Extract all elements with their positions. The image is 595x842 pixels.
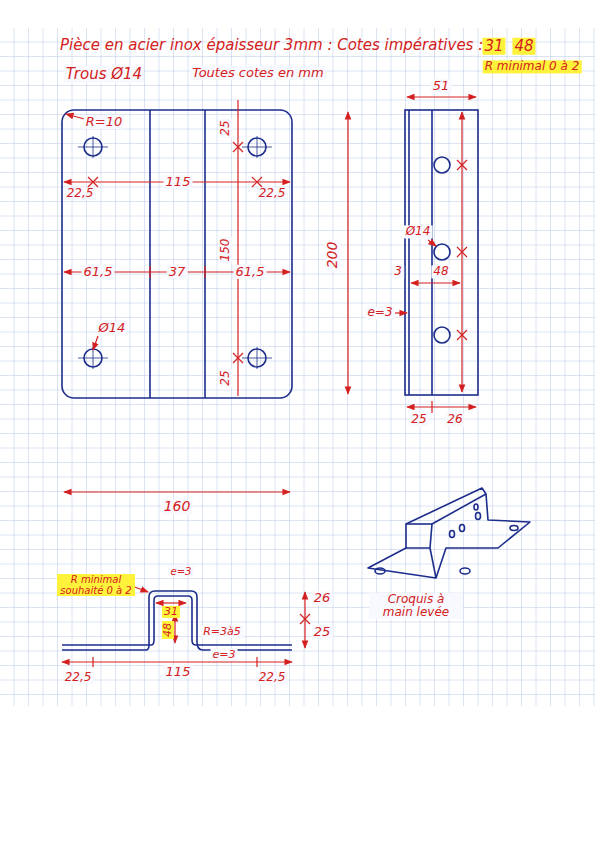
dimension: 25: [219, 118, 232, 137]
dimension: 22,5: [65, 187, 96, 200]
dimension: 25: [312, 625, 333, 639]
note: R minimal souhaité 0 à 2: [57, 574, 135, 596]
radius-callout: R=10: [84, 115, 124, 129]
dimension: 61,5: [234, 265, 267, 279]
dimension: 25: [409, 413, 428, 426]
dimension: 37: [167, 265, 188, 279]
dimension: 115: [164, 175, 193, 189]
dimension: 3: [392, 265, 404, 278]
critical-dimension: 48: [512, 38, 535, 55]
dimension: 115: [164, 665, 193, 679]
side-view: [405, 110, 478, 395]
note: Croquis à main levée: [369, 593, 463, 619]
dimension: 51: [431, 79, 452, 93]
dimension: 61,5: [82, 265, 115, 279]
dimension: 26: [445, 413, 464, 426]
thickness: e=3: [169, 566, 194, 577]
dimension: 150: [219, 237, 232, 264]
dimension: 200: [325, 240, 340, 271]
dimension: 25: [219, 368, 232, 387]
hole-callout: Ø14: [404, 225, 433, 238]
dimension: 22,5: [63, 671, 94, 684]
critical-dimension: 31: [162, 606, 180, 618]
note: Trous Ø14: [64, 66, 144, 83]
graph-paper: [0, 28, 595, 706]
note: Toutes cotes en mm: [190, 66, 325, 80]
profile: [62, 591, 292, 650]
side-dimensions: [395, 97, 476, 413]
dimension: 48: [431, 265, 450, 278]
title: Pièce en acier inox épaisseur 3mm : Cote…: [60, 36, 483, 54]
dimension: 22,5: [257, 187, 288, 200]
hole-callout: Ø14: [97, 321, 128, 335]
critical-dimension: 31: [482, 38, 505, 55]
dimension: 160: [162, 499, 193, 514]
dimension: 26: [312, 591, 333, 605]
note: R minimal 0 à 2: [483, 60, 582, 73]
profile-dimensions: [62, 586, 310, 667]
thickness: e=3: [211, 649, 238, 661]
top-dimensions: [64, 100, 348, 396]
thickness: e=3: [365, 306, 394, 319]
freehand-sketch: [368, 488, 530, 578]
developed-length: [64, 491, 290, 492]
critical-dimension: 48: [162, 621, 174, 639]
dimension: 22,5: [257, 671, 288, 684]
top-view: [62, 110, 292, 398]
radius-callout: R=3à5: [201, 626, 243, 638]
